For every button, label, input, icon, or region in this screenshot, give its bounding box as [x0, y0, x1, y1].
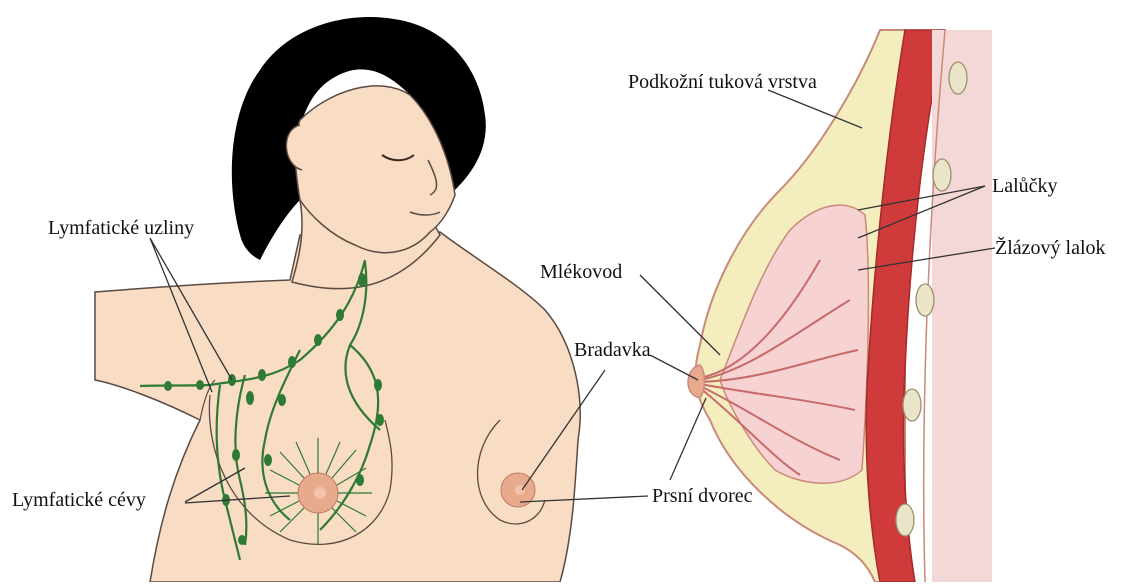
nipple-section: [688, 365, 705, 398]
lymph-node: [238, 535, 246, 545]
lymph-node: [196, 380, 204, 390]
lymph-node: [288, 356, 296, 368]
label-lymph-nodes: Lymfatické uzliny: [48, 218, 194, 238]
label-milk-duct: Mlékovod: [540, 262, 622, 282]
label-lymph-vessels: Lymfatické cévy: [12, 490, 146, 510]
lymph-node: [164, 381, 172, 391]
leader-nipple-left: [650, 355, 698, 380]
rib: [903, 389, 921, 421]
label-areola: Prsní dvorec: [652, 486, 753, 506]
leader-areola-right: [670, 398, 706, 480]
lymph-node: [358, 273, 366, 287]
lymph-node: [374, 379, 382, 391]
lymph-node: [246, 391, 254, 405]
chest-wall: [932, 30, 992, 582]
lymph-node: [278, 394, 286, 406]
lymph-node: [232, 449, 240, 461]
rib: [933, 159, 951, 191]
lymph-node: [258, 369, 266, 381]
lymph-node: [336, 309, 344, 321]
label-lobules: Lalůčky: [992, 176, 1058, 196]
woman-figure: [95, 17, 580, 582]
lymph-node: [376, 414, 384, 426]
left-nipple: [314, 487, 326, 499]
rib: [949, 62, 967, 94]
label-gland-lobe: Žlázový lalok: [995, 238, 1106, 258]
label-subcutaneous-fat: Podkožní tuková vrstva: [628, 72, 817, 92]
label-nipple: Bradavka: [574, 340, 651, 360]
right-nipple: [515, 485, 525, 495]
lymph-node: [356, 474, 364, 486]
lymph-node: [264, 454, 272, 466]
rib: [896, 504, 914, 536]
rib: [916, 284, 934, 316]
lymph-node: [314, 334, 322, 346]
